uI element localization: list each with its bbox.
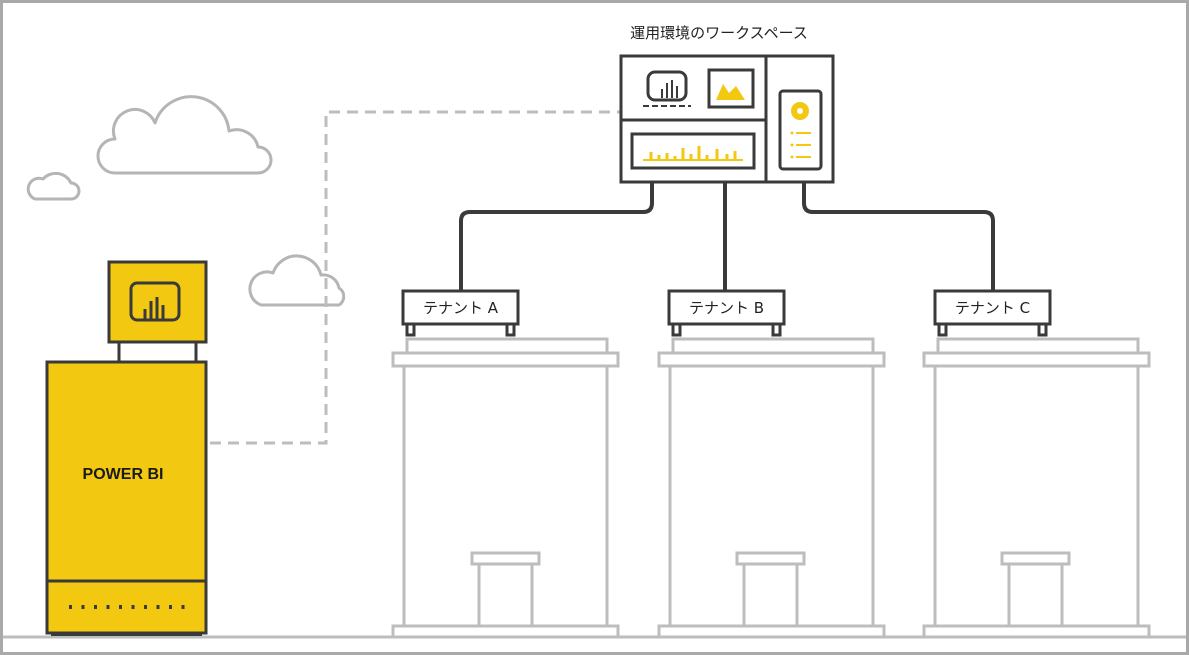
cloud-icon (248, 254, 346, 307)
workspace-title: 運用環境のワークスペース (630, 24, 808, 42)
powerbi-logo-icon (129, 281, 181, 322)
tenant-c-label: テナント C (955, 299, 1030, 317)
workspace-panel (619, 54, 835, 184)
tenant-b-label: テナント B (689, 299, 764, 317)
bar-chart-icon (630, 132, 756, 170)
tenant-label-box: テナント A (401, 289, 520, 337)
dashed-connection (210, 110, 620, 445)
report-icon (643, 70, 691, 107)
tenant-label-box: テナント B (667, 289, 786, 337)
cloud-icon (96, 95, 273, 175)
tenant-connectors (459, 182, 995, 291)
powerbi-label: POWER BI (83, 466, 164, 483)
diagram-svg: POWER BI 運用環境のワークスペース (3, 24, 1186, 639)
tenant-a: テナント A (391, 289, 620, 639)
tenant-c: テナント C (922, 289, 1151, 639)
powerbi-server: POWER BI (45, 260, 208, 636)
tenant-building (657, 337, 886, 639)
tenant-building (922, 337, 1151, 639)
tenant-a-label: テナント A (423, 299, 499, 317)
area-chart-icon (707, 68, 755, 109)
tenant-b: テナント B (657, 289, 886, 639)
cloud-icon (26, 171, 81, 201)
dataset-icon (778, 89, 823, 171)
tenant-building (391, 337, 620, 639)
tenant-label-box: テナント C (933, 289, 1052, 337)
